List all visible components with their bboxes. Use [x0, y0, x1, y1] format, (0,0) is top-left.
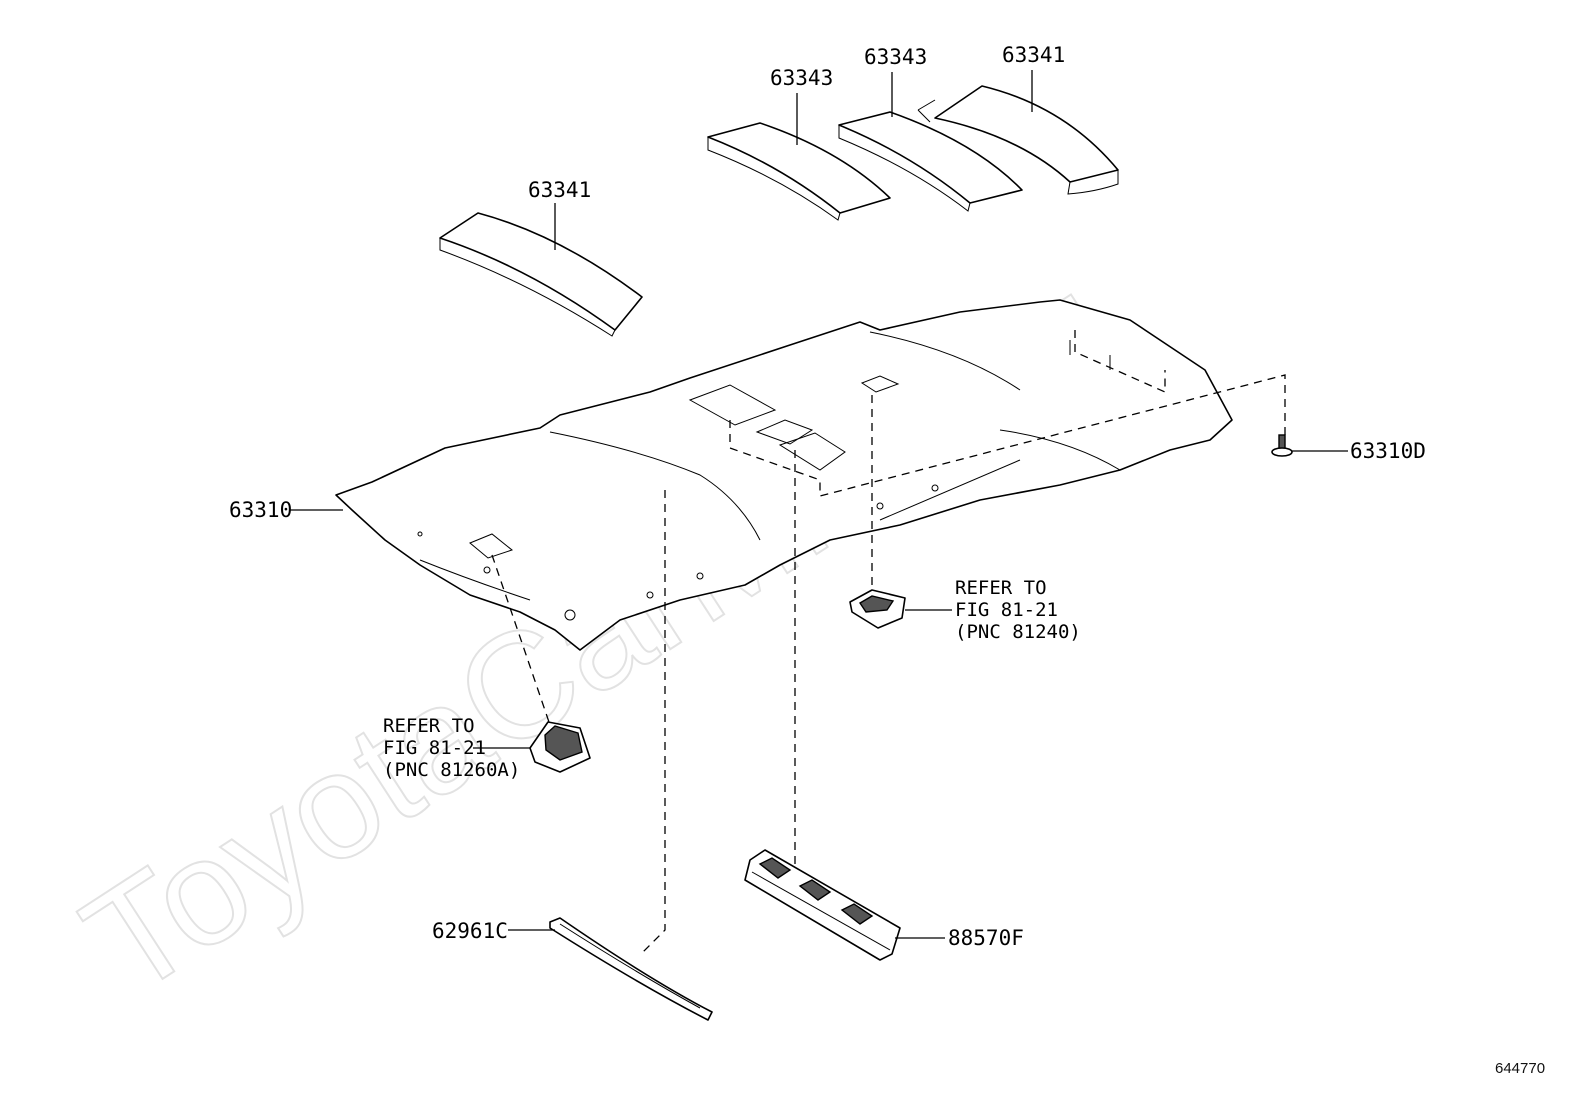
lamp-81260A[interactable]	[529, 721, 591, 773]
label-88570F: 88570F	[948, 926, 1024, 950]
ref-front-line-1: REFER TO	[383, 715, 475, 737]
ref-front-line-3: (PNC 81260A)	[383, 759, 520, 781]
guide-rear-box	[729, 374, 1286, 497]
label-63343-b: 63343	[864, 45, 927, 69]
guide-rear-cut	[1074, 330, 1166, 394]
label-63310D: 63310D	[1350, 439, 1426, 463]
headliner-63310[interactable]	[335, 299, 1233, 651]
label-63343-a: 63343	[770, 66, 833, 90]
ref-rear-line-1: REFER TO	[955, 577, 1047, 599]
lamp-81240[interactable]	[849, 589, 906, 629]
ref-rear-line-2: FIG 81-21	[955, 599, 1058, 621]
pad-63341-rear[interactable]	[917, 85, 1119, 195]
label-63341-front: 63341	[528, 178, 591, 202]
label-63341-rear: 63341	[1002, 43, 1065, 67]
label-62961C: 62961C	[432, 919, 508, 943]
label-63310: 63310	[229, 498, 292, 522]
ref-rear-line-3: (PNC 81240)	[955, 621, 1081, 643]
pad-63341-front[interactable]	[439, 212, 643, 337]
clip-63310D[interactable]	[1271, 434, 1293, 457]
pad-63343-b[interactable]	[838, 111, 1023, 212]
guide-strip	[639, 490, 666, 956]
console-88570F[interactable]	[744, 849, 901, 961]
strip-62961C[interactable]	[549, 917, 713, 1021]
guide-lamp-front	[491, 554, 551, 726]
pad-63343-a[interactable]	[707, 122, 891, 221]
figure-number: 644770	[1495, 1060, 1545, 1077]
ref-front-line-2: FIG 81-21	[383, 737, 486, 759]
